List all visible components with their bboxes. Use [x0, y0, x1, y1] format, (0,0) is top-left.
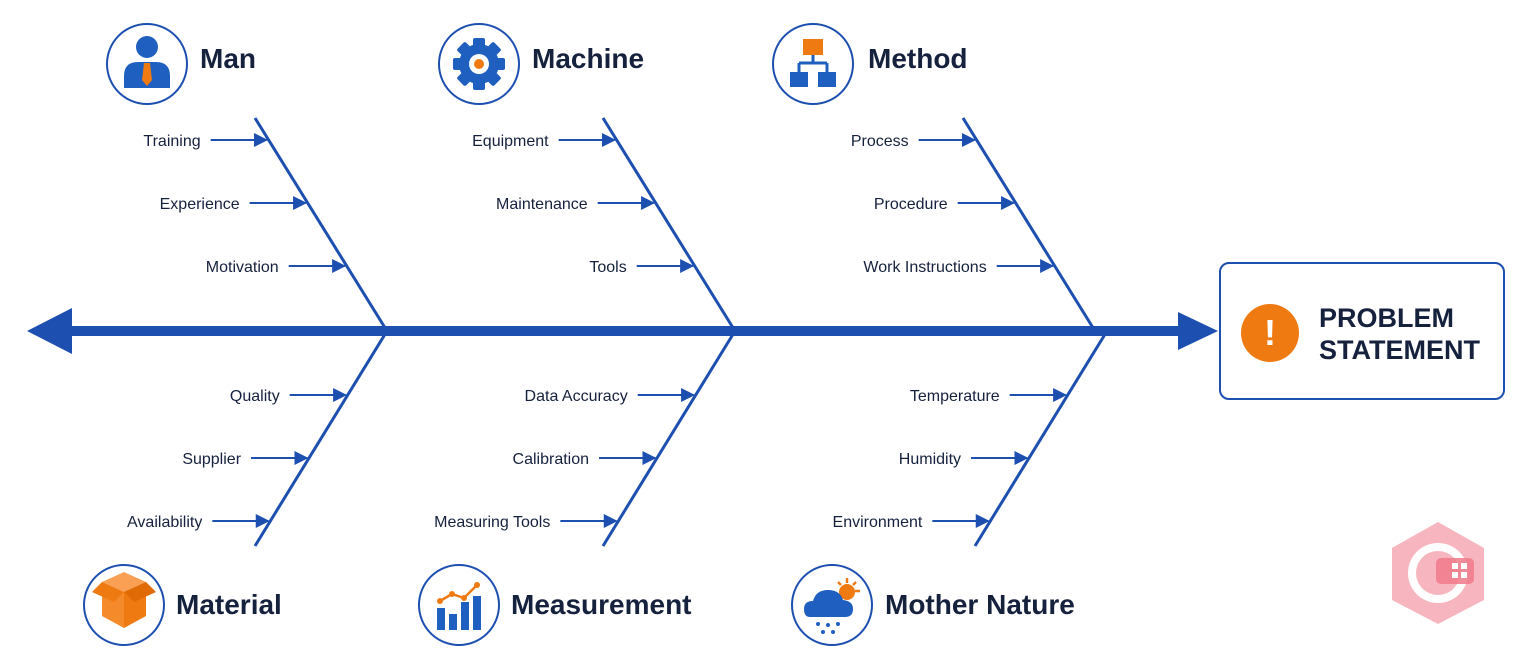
- person-icon: [124, 36, 170, 88]
- bone-line: [601, 117, 737, 332]
- spine: [27, 308, 1218, 354]
- cause-label: Maintenance: [496, 196, 588, 213]
- cause-label: Training: [143, 133, 200, 150]
- cause-label: Humidity: [899, 451, 961, 468]
- category-titles: Man Machine Method Material Measurement …: [176, 43, 1075, 620]
- cause-label: Temperature: [910, 388, 1000, 405]
- cause-label: Process: [851, 133, 909, 150]
- box-icon: [92, 572, 156, 628]
- spine-left-arrowhead: [27, 308, 72, 354]
- problem-statement-text: PROBLEM STATEMENT: [1319, 303, 1480, 365]
- cause-label: Experience: [160, 196, 240, 213]
- cause-label: Work Instructions: [863, 259, 986, 276]
- category-icon-machine: [438, 23, 520, 105]
- cause-label: Calibration: [513, 451, 589, 468]
- cause-label: Environment: [833, 514, 923, 531]
- category-icon-mother-nature: [791, 564, 873, 646]
- bone-line: [253, 117, 389, 332]
- category-icon-method: [772, 23, 854, 105]
- problem-statement-box: ! PROBLEM STATEMENT: [1219, 262, 1505, 400]
- icon-circle: [418, 564, 500, 646]
- cause-label: Motivation: [206, 259, 279, 276]
- category-title-man: Man: [200, 43, 256, 74]
- cause-label: Availability: [127, 514, 202, 531]
- cause-label: Measuring Tools: [434, 514, 550, 531]
- bone-line: [973, 330, 1109, 547]
- bone-line: [961, 117, 1097, 332]
- category-icon-man: [106, 23, 188, 105]
- exclamation-icon: !: [1241, 304, 1299, 362]
- cause-label: Quality: [230, 388, 280, 405]
- bone-line: [253, 330, 389, 547]
- cause-label: Supplier: [182, 451, 241, 468]
- cause-label: Tools: [589, 259, 626, 276]
- bone-line: [601, 330, 737, 547]
- logo-watermark-icon: [1392, 522, 1484, 624]
- category-title-machine: Machine: [532, 43, 644, 74]
- weather-icon: [804, 578, 860, 634]
- category-title-mother-nature: Mother Nature: [885, 589, 1075, 620]
- category-title-method: Method: [868, 43, 968, 74]
- category-icons: [83, 23, 873, 646]
- category-title-measurement: Measurement: [511, 589, 692, 620]
- category-icon-measurement: [418, 564, 500, 646]
- category-icon-material: [83, 564, 165, 646]
- gear-icon: [453, 38, 505, 90]
- cause-label: Procedure: [874, 196, 948, 213]
- category-title-material: Material: [176, 589, 282, 620]
- spine-right-arrowhead: [1178, 312, 1218, 350]
- cause-label: Data Accuracy: [525, 388, 628, 405]
- cause-label: Equipment: [472, 133, 549, 150]
- bar-chart-icon: [437, 582, 481, 630]
- flowchart-icon: [790, 39, 836, 87]
